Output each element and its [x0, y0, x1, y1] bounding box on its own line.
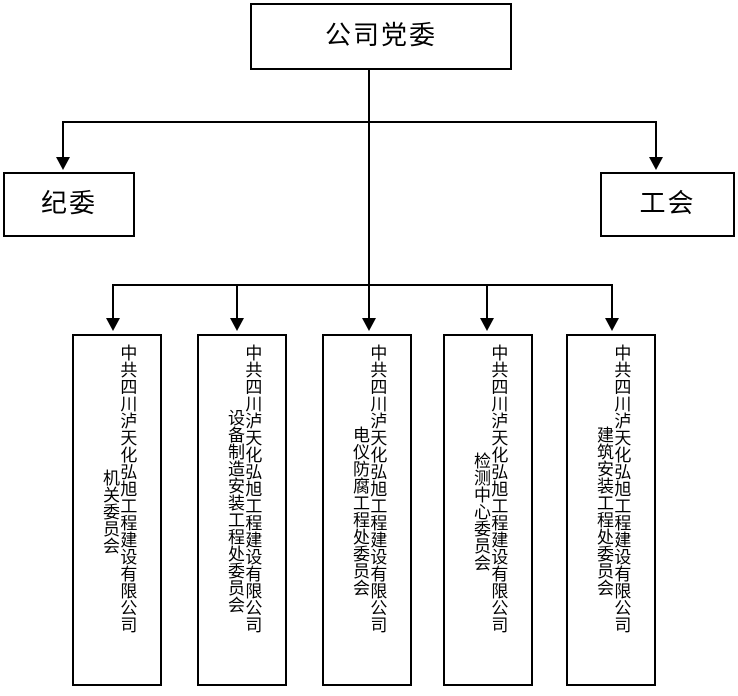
node-party-committee-label: 公司党委 — [324, 21, 437, 52]
testing-center-text-columns: 中共四川泸天化弘旭工程建设有限公司 检测中心委员会 — [449, 344, 527, 678]
construction-committee-unit: 建筑安装工程处委员会 — [593, 426, 613, 596]
connector-drop-organ — [112, 284, 114, 320]
equipment-committee-company: 中共四川泸天化弘旭工程建设有限公司 — [241, 344, 262, 633]
organ-committee-text-columns: 中共四川泸天化弘旭工程建设有限公司 机关委员会 — [78, 344, 156, 678]
construction-committee-company: 中共四川泸天化弘旭工程建设有限公司 — [610, 344, 631, 633]
organ-committee-unit: 机关委员会 — [99, 468, 119, 554]
node-electrical-instrument-anticorrosion-committee[interactable]: 中共四川泸天化弘旭工程建设有限公司 电仪防腐工程处委员会 — [322, 334, 412, 686]
node-discipline-committee[interactable]: 纪委 — [3, 172, 135, 237]
organ-committee-company: 中共四川泸天化弘旭工程建设有限公司 — [116, 344, 137, 633]
connector-drop-equipment — [236, 284, 238, 320]
arrowhead-construction — [605, 318, 619, 331]
electrical-committee-unit: 电仪防腐工程处委员会 — [349, 426, 369, 596]
arrowhead-equipment — [230, 318, 244, 331]
testing-center-unit: 检测中心委员会 — [470, 451, 490, 571]
node-equipment-manufacturing-installation-committee[interactable]: 中共四川泸天化弘旭工程建设有限公司 设备制造安装工程处委员会 — [197, 334, 287, 686]
electrical-committee-company: 中共四川泸天化弘旭工程建设有限公司 — [366, 344, 387, 633]
testing-center-company: 中共四川泸天化弘旭工程建设有限公司 — [487, 344, 508, 633]
connector-level3-bus — [112, 284, 613, 286]
node-labor-union-label: 工会 — [639, 189, 696, 220]
connector-trunk-vertical — [368, 70, 370, 286]
connector-drop-testing — [486, 284, 488, 320]
arrowhead-discipline — [56, 157, 70, 170]
arrowhead-testing — [480, 318, 494, 331]
arrowhead-organ — [106, 318, 120, 331]
arrowhead-electrical — [362, 318, 376, 331]
electrical-committee-text-columns: 中共四川泸天化弘旭工程建设有限公司 电仪防腐工程处委员会 — [328, 344, 406, 678]
connector-drop-construction — [611, 284, 613, 320]
equipment-committee-text-columns: 中共四川泸天化弘旭工程建设有限公司 设备制造安装工程处委员会 — [203, 344, 281, 678]
node-discipline-committee-label: 纪委 — [40, 189, 97, 220]
equipment-committee-unit: 设备制造安装工程处委员会 — [224, 409, 244, 613]
node-organ-committee[interactable]: 中共四川泸天化弘旭工程建设有限公司 机关委员会 — [72, 334, 162, 686]
arrowhead-union — [649, 157, 663, 170]
node-labor-union[interactable]: 工会 — [600, 172, 735, 237]
connector-level2-bus — [62, 121, 657, 123]
node-construction-installation-committee[interactable]: 中共四川泸天化弘旭工程建设有限公司 建筑安装工程处委员会 — [566, 334, 656, 686]
construction-committee-text-columns: 中共四川泸天化弘旭工程建设有限公司 建筑安装工程处委员会 — [572, 344, 650, 678]
connector-drop-electrical — [368, 284, 370, 320]
connector-drop-union — [655, 121, 657, 159]
node-party-committee[interactable]: 公司党委 — [250, 3, 512, 70]
connector-drop-discipline — [62, 121, 64, 159]
node-testing-center-committee[interactable]: 中共四川泸天化弘旭工程建设有限公司 检测中心委员会 — [443, 334, 533, 686]
